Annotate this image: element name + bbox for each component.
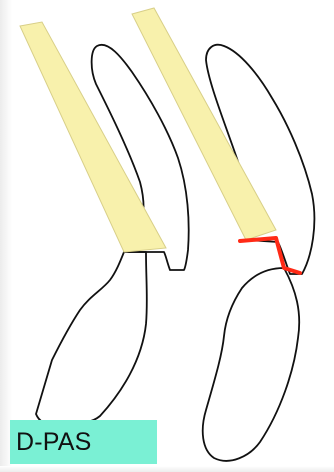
left-blade: [20, 22, 166, 252]
right-lower-outline: [203, 268, 300, 461]
dissection-line: [240, 238, 300, 273]
left-lower-outline: [36, 252, 147, 425]
technique-label-box: D-PAS: [10, 420, 157, 464]
right-specimen: [132, 8, 314, 461]
left-specimen: [20, 22, 189, 425]
right-blade: [132, 8, 276, 240]
technique-label: D-PAS: [16, 428, 92, 457]
